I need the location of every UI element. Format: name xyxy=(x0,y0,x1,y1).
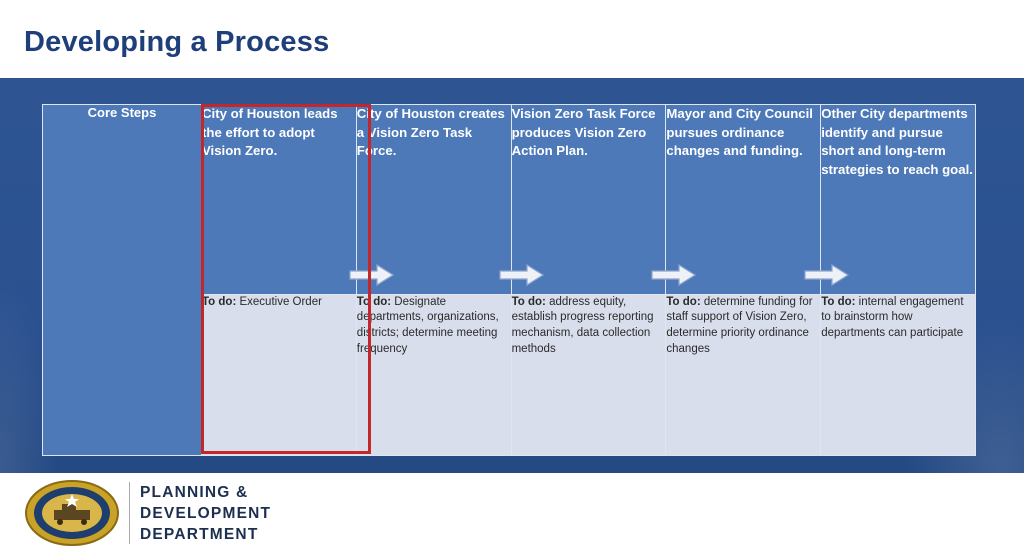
right-arrow-icon xyxy=(499,264,545,286)
right-arrow-icon xyxy=(651,264,697,286)
todo-5: To do: internal engagement to brainstorm… xyxy=(820,293,976,457)
dept-name-line1: PLANNING & xyxy=(140,484,249,501)
step-2: City of Houston creates a Vision Zero Ta… xyxy=(355,104,512,295)
todo-prefix: To do: xyxy=(202,295,237,308)
todo-4: To do: determine funding for staff suppo… xyxy=(665,293,822,457)
core-steps-label: Core Steps xyxy=(42,104,202,456)
right-arrow-icon xyxy=(349,264,395,286)
steps-row: Core Steps City of Houston leads the eff… xyxy=(42,104,976,456)
dept-name-line3: DEPARTMENT xyxy=(140,526,259,543)
step-4: Mayor and City Council pursues ordinance… xyxy=(665,104,822,295)
footer xyxy=(0,473,1024,555)
highlight-box xyxy=(201,104,371,454)
slide-title: Developing a Process xyxy=(24,26,330,58)
todo-prefix: To do: xyxy=(821,295,856,308)
todo-row: To do: Executive Order To do: Designate … xyxy=(43,293,976,457)
title-bar: Developing a Process xyxy=(0,0,1024,78)
todo-text: address equity, establish progress repor… xyxy=(511,295,654,355)
todo-text: Executive Order xyxy=(236,295,322,308)
todo-2: To do: Designate departments, organizati… xyxy=(355,293,512,457)
todo-prefix: To do: xyxy=(666,295,701,308)
process-table: Core Steps City of Houston leads the eff… xyxy=(42,104,976,457)
step-3: Vision Zero Task Force produces Vision Z… xyxy=(510,104,667,295)
step-1: City of Houston leads the effort to adop… xyxy=(201,104,357,295)
todo-text: internal engagement to brainstorm how de… xyxy=(821,295,964,340)
footer-divider xyxy=(129,482,130,544)
todo-text: determine funding for staff support of V… xyxy=(666,295,813,355)
right-arrow-icon xyxy=(804,264,850,286)
dept-name-line2: DEVELOPMENT xyxy=(140,505,272,522)
todo-1: To do: Executive Order xyxy=(201,293,357,457)
step-5: Other City departments identify and purs… xyxy=(820,104,976,295)
todo-prefix: To do: xyxy=(356,295,392,308)
todo-prefix: To do: xyxy=(511,295,546,308)
city-seal-icon xyxy=(25,480,119,546)
todo-3: To do: address equity, establish progres… xyxy=(510,293,667,457)
